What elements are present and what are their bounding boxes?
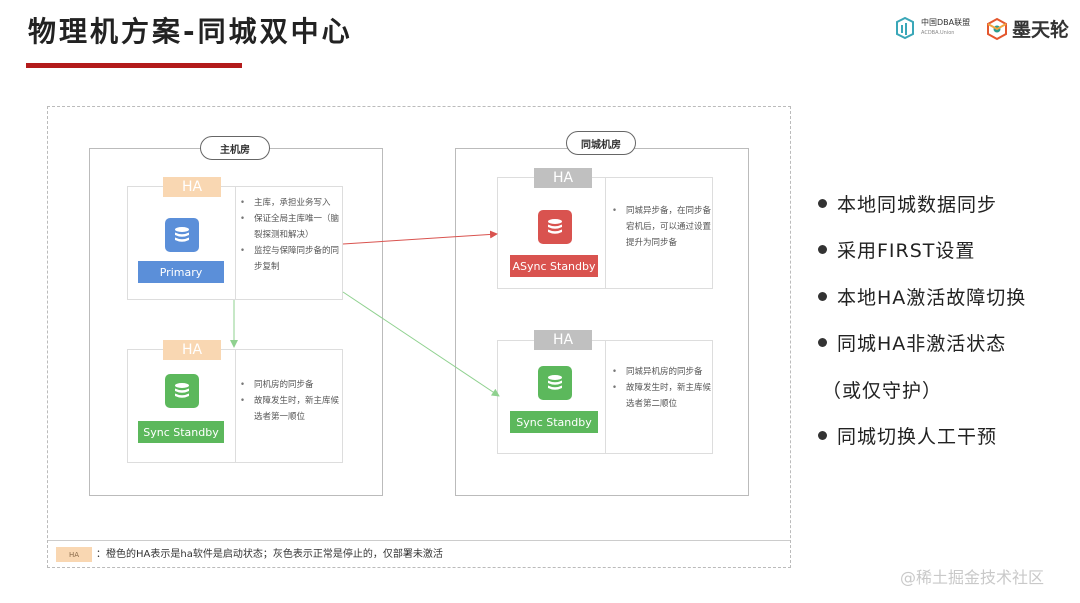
local-sync-desc-item: 同机房的同步备: [238, 377, 342, 393]
async-replication-arrow: [342, 230, 498, 245]
main-room-label: 主机房: [200, 136, 270, 160]
ha-badge-inactive: HA: [534, 330, 592, 350]
bullet-item: 同城切换人工干预: [818, 413, 1026, 460]
ha-badge-active: HA: [163, 177, 221, 197]
primary-desc-item: 保证全局主库唯一（脑裂探测和解决）: [238, 211, 342, 243]
legend-text: ：橙色的HA表示是ha软件是启动状态；灰色表示正常是停止的，仅部署未激活: [96, 549, 443, 560]
remote-sync-replication-arrow: [342, 291, 500, 397]
legend-divider: [48, 540, 790, 541]
remote-async-standby-label: ASync Standby: [510, 255, 598, 277]
remote-sync-desc-item: 故障发生时，新主库候选者第二顺位: [610, 380, 712, 412]
remote-sync-desc-item: 同城异机房的同步备: [610, 364, 712, 380]
page-title: 物理机方案-同城双中心: [28, 15, 353, 48]
database-icon: [165, 374, 199, 408]
motianlun-logo: 墨天轮: [985, 15, 1069, 42]
bullet-item: 采用FIRST设置: [818, 227, 1026, 274]
bullet-item: 同城HA非激活状态: [818, 320, 1026, 367]
database-icon: [538, 366, 572, 400]
motianlun-icon: [987, 17, 1007, 40]
database-icon: [538, 210, 572, 244]
bullet-item: 本地同城数据同步: [818, 180, 1026, 227]
bullet-item-continuation: （或仅守护）: [822, 379, 943, 402]
dba-union-subname: ACDBA.Union: [921, 30, 955, 36]
primary-desc-item: 监控与保障同步备的同步复制: [238, 243, 342, 275]
dba-union-logo: 中国DBA联盟 ACDBA.Union: [893, 16, 970, 40]
primary-desc-item: 主库，承担业务写入: [238, 195, 342, 211]
dba-union-name: 中国DBA联盟: [921, 18, 971, 27]
dr-room-label: 同城机房: [566, 131, 636, 155]
dba-union-icon: [896, 16, 914, 40]
ha-badge-active: HA: [163, 340, 221, 360]
bullet-item: 本地HA激活故障切换: [818, 273, 1026, 320]
ha-badge-inactive: HA: [534, 168, 592, 188]
diagram-frame: [47, 106, 791, 568]
local-sync-standby-label: Sync Standby: [138, 421, 224, 443]
motianlun-name: 墨天轮: [1012, 19, 1070, 41]
remote-sync-standby-label: Sync Standby: [510, 411, 598, 433]
primary-description: 主库，承担业务写入 保证全局主库唯一（脑裂探测和解决） 监控与保障同步备的同步复…: [238, 195, 342, 275]
legend-ha-swatch: HA: [56, 547, 92, 562]
remote-async-desc-item: 同城异步备，在同步备宕机后，可以通过设置提升为同步备: [610, 203, 712, 251]
remote-async-description: 同城异步备，在同步备宕机后，可以通过设置提升为同步备: [610, 203, 712, 251]
remote-sync-description: 同城异机房的同步备 故障发生时，新主库候选者第二顺位: [610, 364, 712, 412]
title-underline: [26, 63, 242, 68]
watermark: @稀土掘金技术社区: [900, 568, 1045, 587]
key-points-list: 本地同城数据同步 采用FIRST设置 本地HA激活故障切换 同城HA非激活状态 …: [818, 180, 1026, 459]
database-icon: [165, 218, 199, 252]
local-sync-description: 同机房的同步备 故障发生时，新主库候选者第一顺位: [238, 377, 342, 425]
primary-label: Primary: [138, 261, 224, 283]
local-sync-desc-item: 故障发生时，新主库候选者第一顺位: [238, 393, 342, 425]
